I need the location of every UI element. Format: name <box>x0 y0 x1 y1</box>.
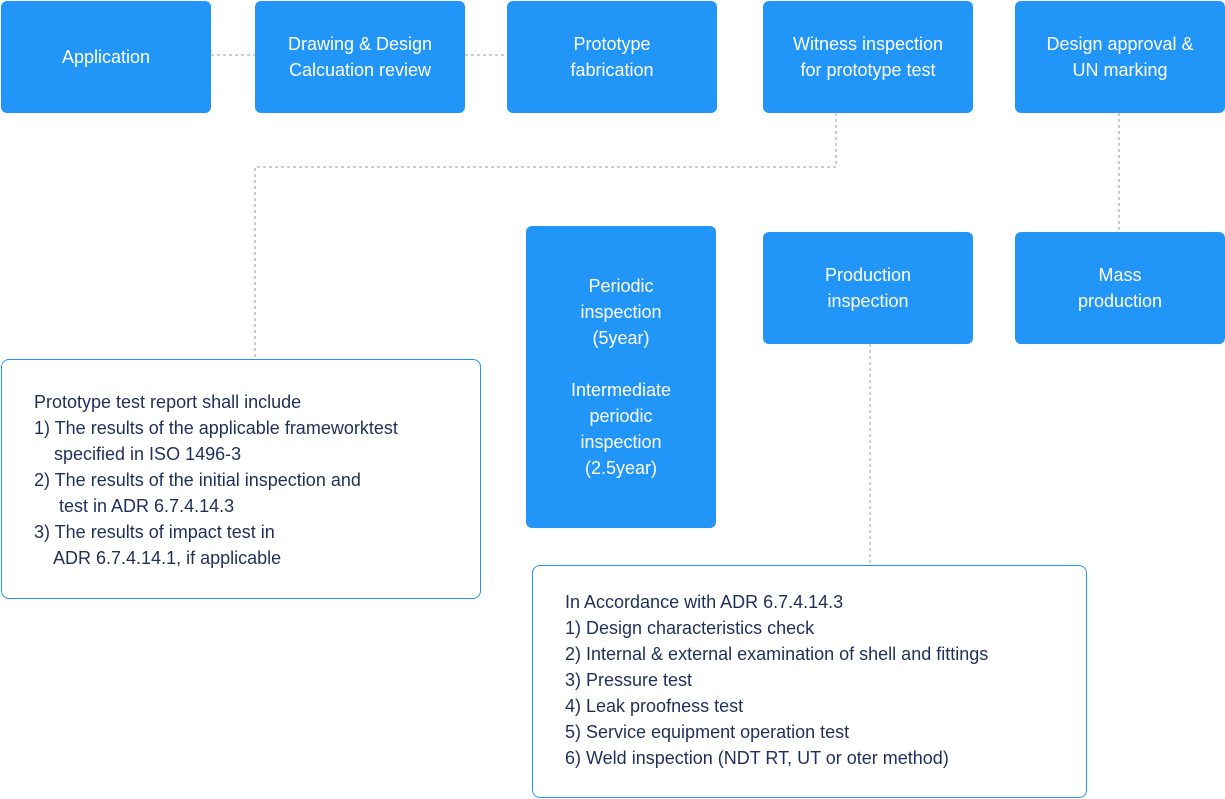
periodic-label-line-2: inspection <box>580 302 662 322</box>
step-drawing-design-review: Drawing & Design Calcuation review <box>255 1 465 113</box>
intermediate-label-line-2: periodic <box>589 406 653 426</box>
step-drawing-label-line-1: Drawing & Design <box>287 34 433 54</box>
step-witness-label-line-2: for prototype test <box>800 60 936 80</box>
production-requirements-note: In Accordance with ADR 6.7.4.14.3 1) Des… <box>532 565 1087 798</box>
intermediate-label-line-3: inspection <box>580 432 662 452</box>
report-note-line: 3) The results of impact test in <box>34 522 275 542</box>
step-witness-label-line-1: Witness inspection <box>792 34 944 54</box>
periodic-label-line-3: (5year) <box>592 328 650 348</box>
intermediate-label-line-4: (2.5year) <box>584 458 658 478</box>
report-note-line: 2) The results of the initial inspection… <box>34 470 361 490</box>
requirements-note-line: 1) Design characteristics check <box>565 618 815 638</box>
report-note-line: 1) The results of the applicable framewo… <box>34 418 398 438</box>
requirements-note-line: 2) Internal & external examination of sh… <box>565 644 989 664</box>
requirements-note-line: 4) Leak proofness test <box>565 696 744 716</box>
step-design-approval: Design approval & UN marking <box>1015 1 1225 113</box>
mass-label-line-1: Mass <box>1098 265 1142 285</box>
periodic-label-line-1: Periodic <box>588 276 654 296</box>
requirements-note-line: In Accordance with ADR 6.7.4.14.3 <box>565 592 844 612</box>
step-mass-production: Mass production <box>1015 232 1225 344</box>
production-label-line-2: inspection <box>827 291 909 311</box>
report-note-line: Prototype test report shall include <box>34 392 302 412</box>
report-note-line: test in ADR 6.7.4.14.3 <box>34 496 235 516</box>
step-approval-label-line-1: Design approval & <box>1046 34 1194 54</box>
step-production-inspection: Production inspection <box>763 232 973 344</box>
report-note-line: ADR 6.7.4.14.1, if applicable <box>34 548 282 568</box>
prototype-test-report-note: Prototype test report shall include 1) T… <box>1 359 481 599</box>
requirements-note-line: 6) Weld inspection (NDT RT, UT or oter m… <box>565 748 949 768</box>
report-note-line: specified in ISO 1496-3 <box>34 444 242 464</box>
step-witness-inspection: Witness inspection for prototype test <box>763 1 973 113</box>
step-prototype-label-line-2: fabrication <box>570 60 654 80</box>
mass-label-line-2: production <box>1077 291 1163 311</box>
step-approval-label-line-2: UN marking <box>1072 60 1168 80</box>
step-prototype-label-line-1: Prototype <box>573 34 651 54</box>
connector-witness-report <box>254 113 837 359</box>
step-periodic-inspection: Periodic inspection (5year) Intermediate… <box>526 226 716 528</box>
step-drawing-label-line-2: Calcuation review <box>288 60 432 80</box>
requirements-note-line: 3) Pressure test <box>565 670 693 690</box>
step-prototype-fabrication: Prototype fabrication <box>507 1 717 113</box>
step-application: Application <box>1 1 211 113</box>
production-label-line-1: Production <box>824 265 912 285</box>
intermediate-label-line-1: Intermediate <box>570 380 672 400</box>
requirements-note-line: 5) Service equipment operation test <box>565 722 850 742</box>
step-application-label: Application <box>61 47 151 67</box>
